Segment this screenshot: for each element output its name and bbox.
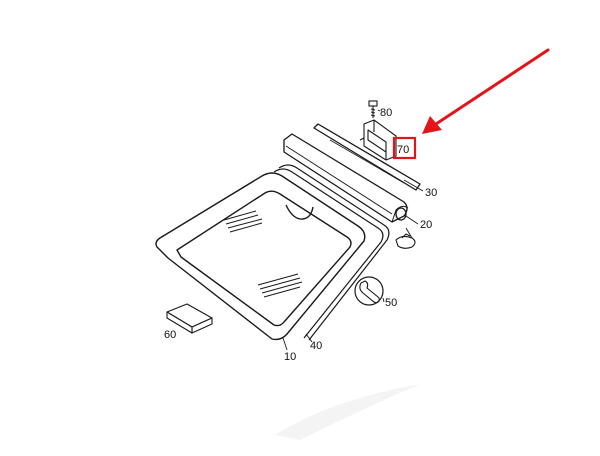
cover-strip bbox=[283, 133, 409, 223]
upper-panel bbox=[313, 123, 421, 191]
highlight-arrow bbox=[422, 48, 550, 134]
callout-40: 40 bbox=[310, 340, 322, 352]
screw bbox=[368, 100, 378, 118]
leader-lines bbox=[282, 109, 424, 351]
highlight-box bbox=[392, 136, 417, 160]
callout-20: 20 bbox=[420, 219, 432, 231]
retaining-clip bbox=[395, 233, 416, 249]
watermark-swoosh bbox=[275, 384, 420, 440]
callout-30: 30 bbox=[425, 187, 437, 199]
callout-70: 70 bbox=[397, 144, 409, 156]
callout-80: 80 bbox=[380, 107, 392, 119]
mounting-bracket bbox=[359, 119, 397, 161]
callout-10: 10 bbox=[284, 351, 296, 363]
adhesive-kit bbox=[166, 303, 213, 334]
windshield-seal bbox=[273, 164, 390, 341]
callout-60: 60 bbox=[164, 329, 176, 341]
windshield-glass bbox=[155, 172, 366, 341]
wrench-icon bbox=[354, 276, 384, 306]
callout-50: 50 bbox=[385, 297, 397, 309]
